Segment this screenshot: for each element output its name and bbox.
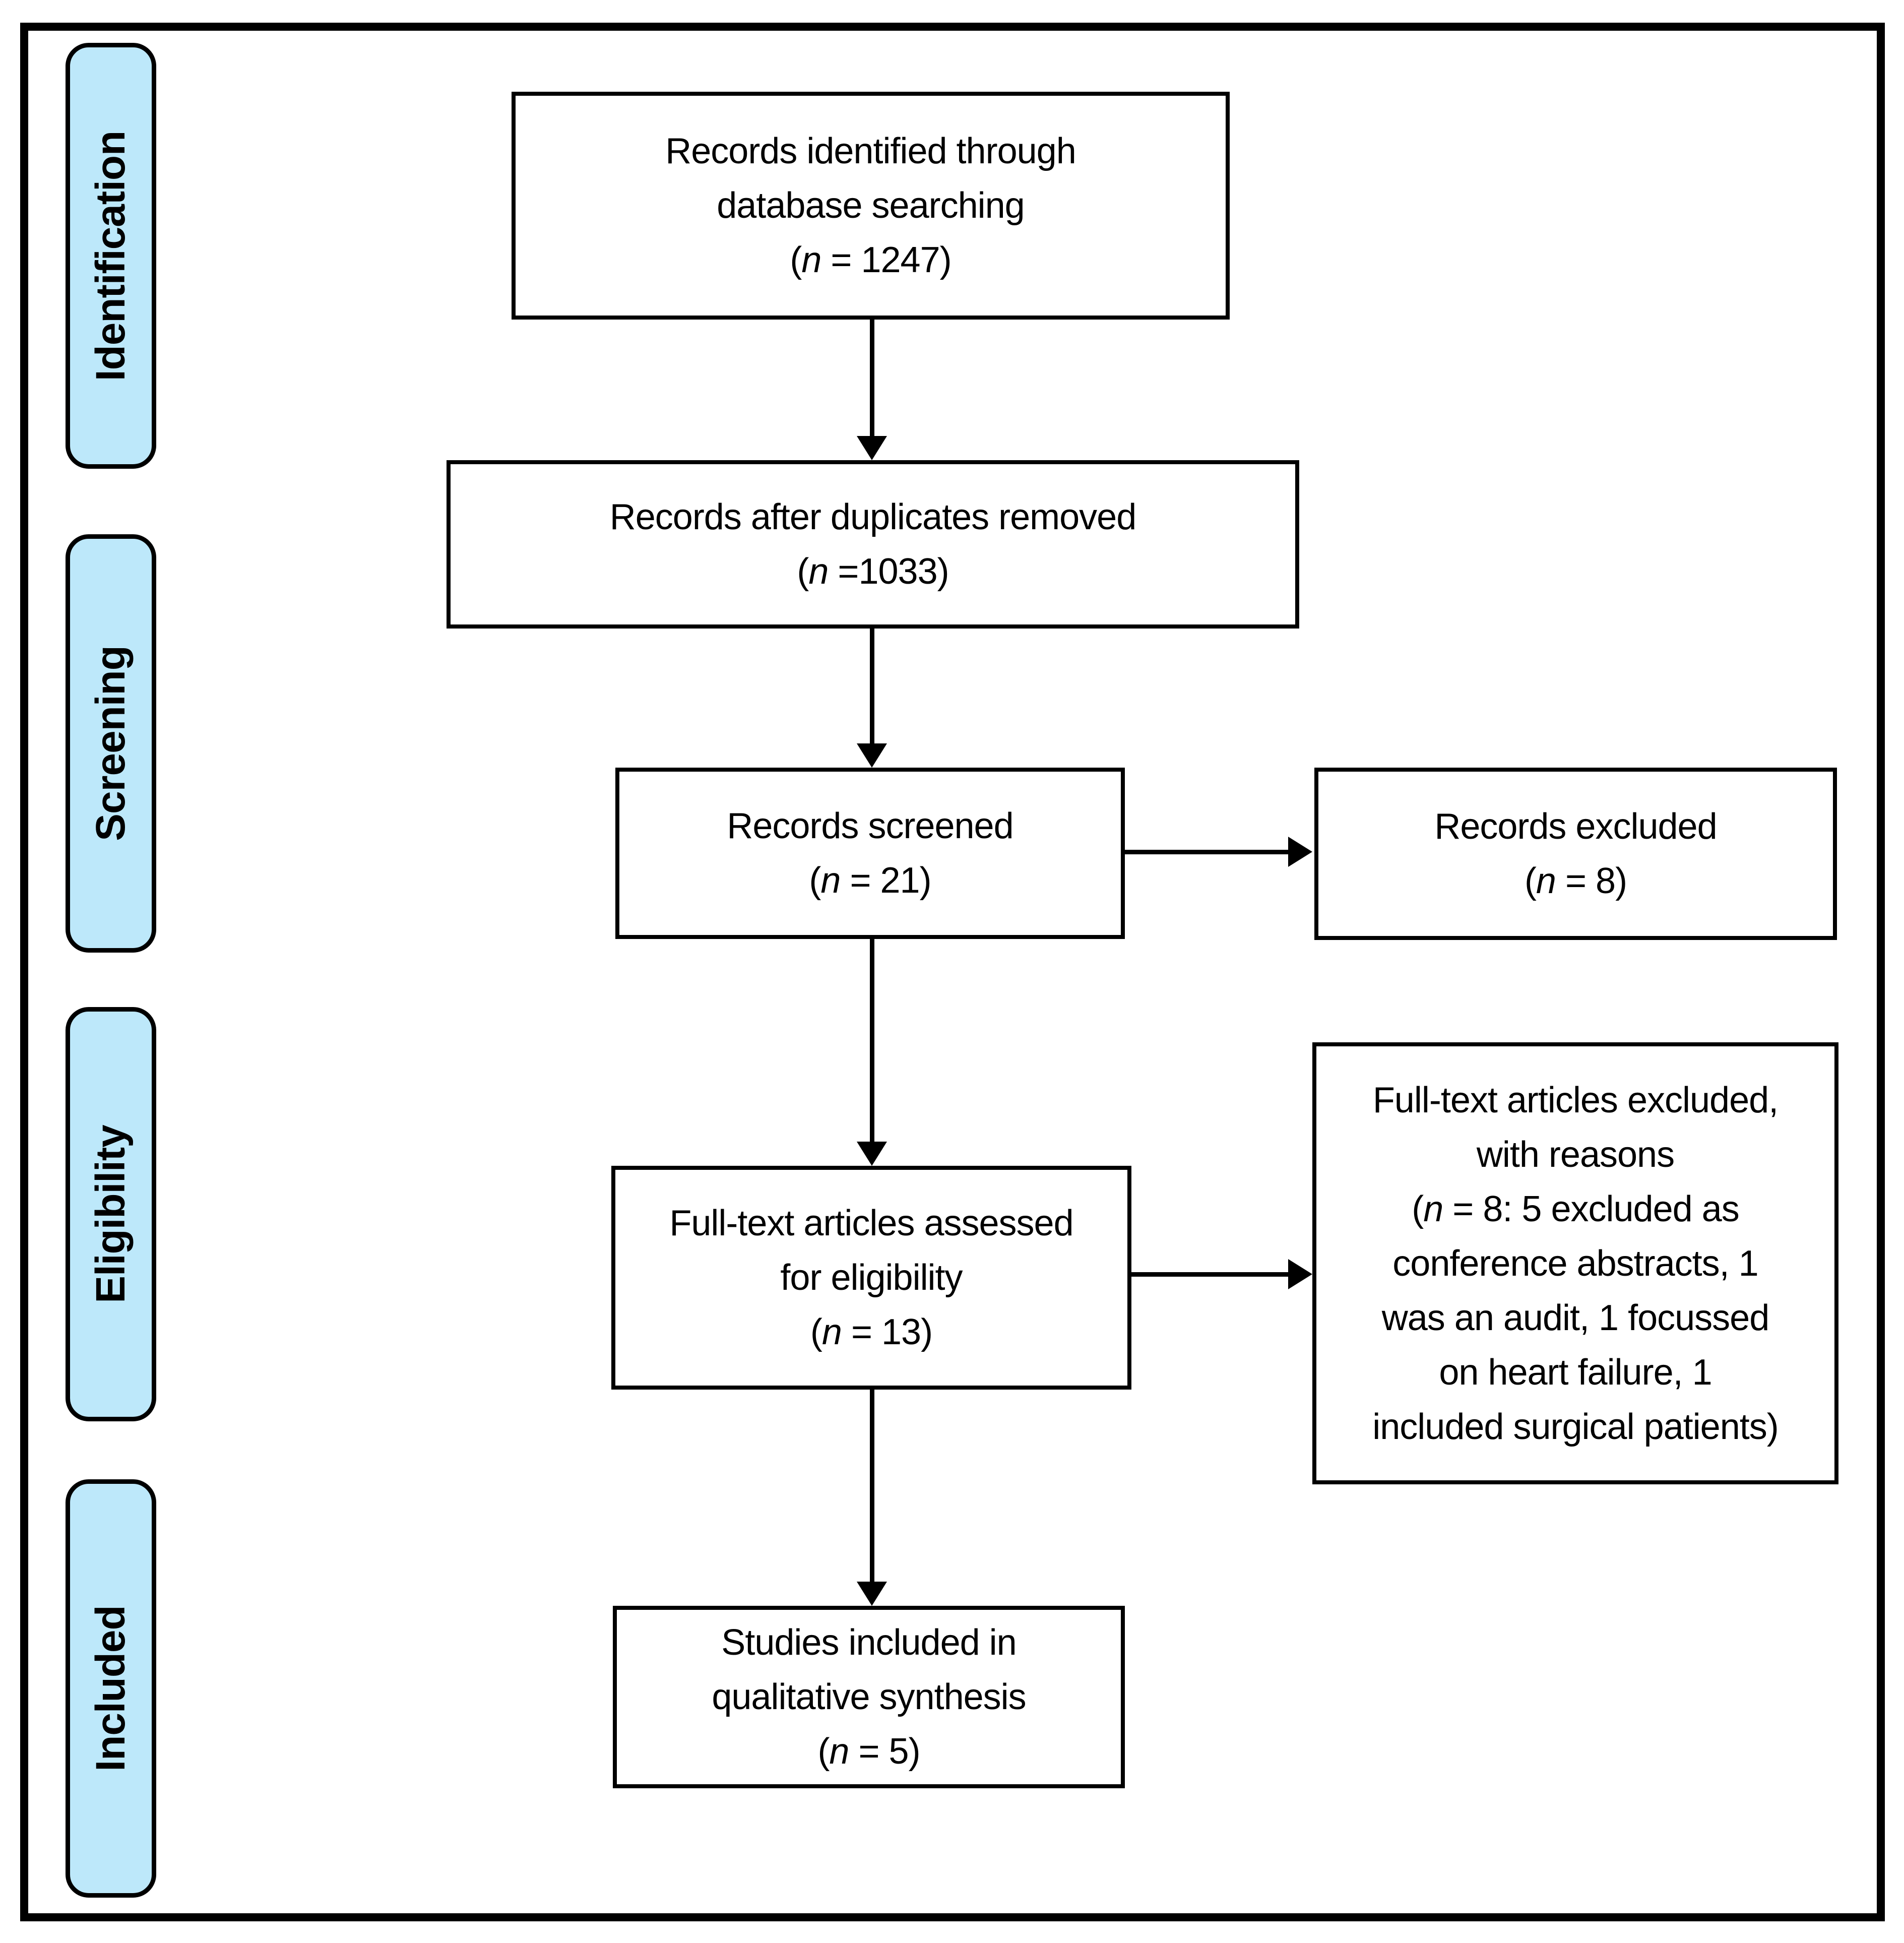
arrow-deduplicated-to-screened-head xyxy=(857,743,887,768)
phase-box-eligibility: Eligibility xyxy=(66,1007,156,1421)
box-records-excluded-text: Records excluded(n = 8) xyxy=(1434,806,1717,901)
arrow-screened-to-fulltext-head xyxy=(857,1142,887,1166)
box-records-after-duplicates: Records after duplicates removed(n =1033… xyxy=(447,460,1299,629)
arrow-fulltext-to-excluded-line xyxy=(1131,1272,1288,1277)
arrow-fulltext-to-included-head xyxy=(857,1582,887,1606)
box-fulltext-excluded: Full-text articles excluded,with reasons… xyxy=(1312,1042,1838,1484)
arrow-deduplicated-to-screened-line xyxy=(870,629,874,743)
arrow-identified-to-deduplicated-line xyxy=(870,320,874,438)
arrow-identified-to-deduplicated-head xyxy=(857,436,887,460)
box-records-screened-text: Records screened(n = 21) xyxy=(727,806,1013,901)
box-records-excluded: Records excluded(n = 8) xyxy=(1314,768,1837,940)
diagram-border xyxy=(20,23,1885,1921)
phase-label-identification: Identification xyxy=(88,131,134,381)
phase-label-included: Included xyxy=(88,1605,134,1772)
arrow-screened-to-excluded-head xyxy=(1288,837,1312,867)
box-records-screened: Records screened(n = 21) xyxy=(615,768,1125,939)
phase-label-screening: Screening xyxy=(88,646,134,841)
arrow-screened-to-fulltext-line xyxy=(870,939,874,1142)
phase-box-identification: Identification xyxy=(66,43,156,469)
phase-box-screening: Screening xyxy=(66,534,156,953)
box-records-after-duplicates-text: Records after duplicates removed(n =1033… xyxy=(609,497,1137,592)
arrow-fulltext-to-included-line xyxy=(870,1390,874,1582)
phase-label-eligibility: Eligibility xyxy=(88,1125,134,1303)
phase-box-included: Included xyxy=(66,1479,156,1898)
arrow-screened-to-excluded-line xyxy=(1125,850,1288,854)
box-fulltext-excluded-text: Full-text articles excluded,with reasons… xyxy=(1372,1080,1779,1447)
arrow-fulltext-to-excluded-head xyxy=(1288,1259,1312,1289)
